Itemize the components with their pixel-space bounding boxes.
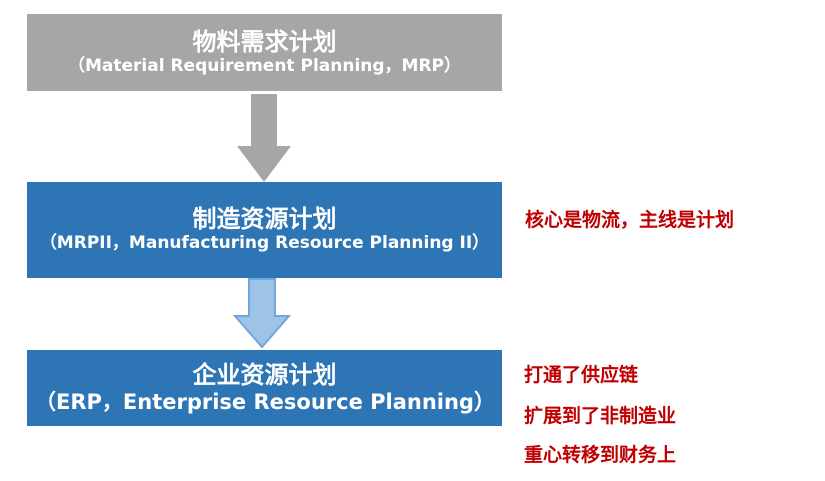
mrpii-box: 制造资源计划 （MRPII，Manufacturing Resource Pla… xyxy=(27,182,502,278)
mrp-subtitle: （Material Requirement Planning，MRP） xyxy=(67,55,462,76)
erp-subtitle: （ERP，Enterprise Resource Planning） xyxy=(35,389,495,414)
erp-box: 企业资源计划 （ERP，Enterprise Resource Planning… xyxy=(27,350,502,426)
erp-note-non-manufacturing: 扩展到了非制造业 xyxy=(524,405,677,427)
erp-note-supply-chain: 打通了供应链 xyxy=(524,364,639,386)
erp-title: 企业资源计划 xyxy=(192,361,337,390)
blue-down-arrow-icon xyxy=(233,278,291,348)
mrpii-note: 核心是物流，主线是计划 xyxy=(525,209,735,231)
mrpii-subtitle: （MRPII，Manufacturing Resource Planning I… xyxy=(39,233,490,254)
gray-down-arrow-icon xyxy=(237,94,291,182)
mrp-title: 物料需求计划 xyxy=(192,27,337,56)
mrp-box: 物料需求计划 （Material Requirement Planning，MR… xyxy=(27,14,502,91)
erp-note-finance-focus: 重心转移到财务上 xyxy=(524,444,677,466)
mrpii-title: 制造资源计划 xyxy=(192,205,337,234)
